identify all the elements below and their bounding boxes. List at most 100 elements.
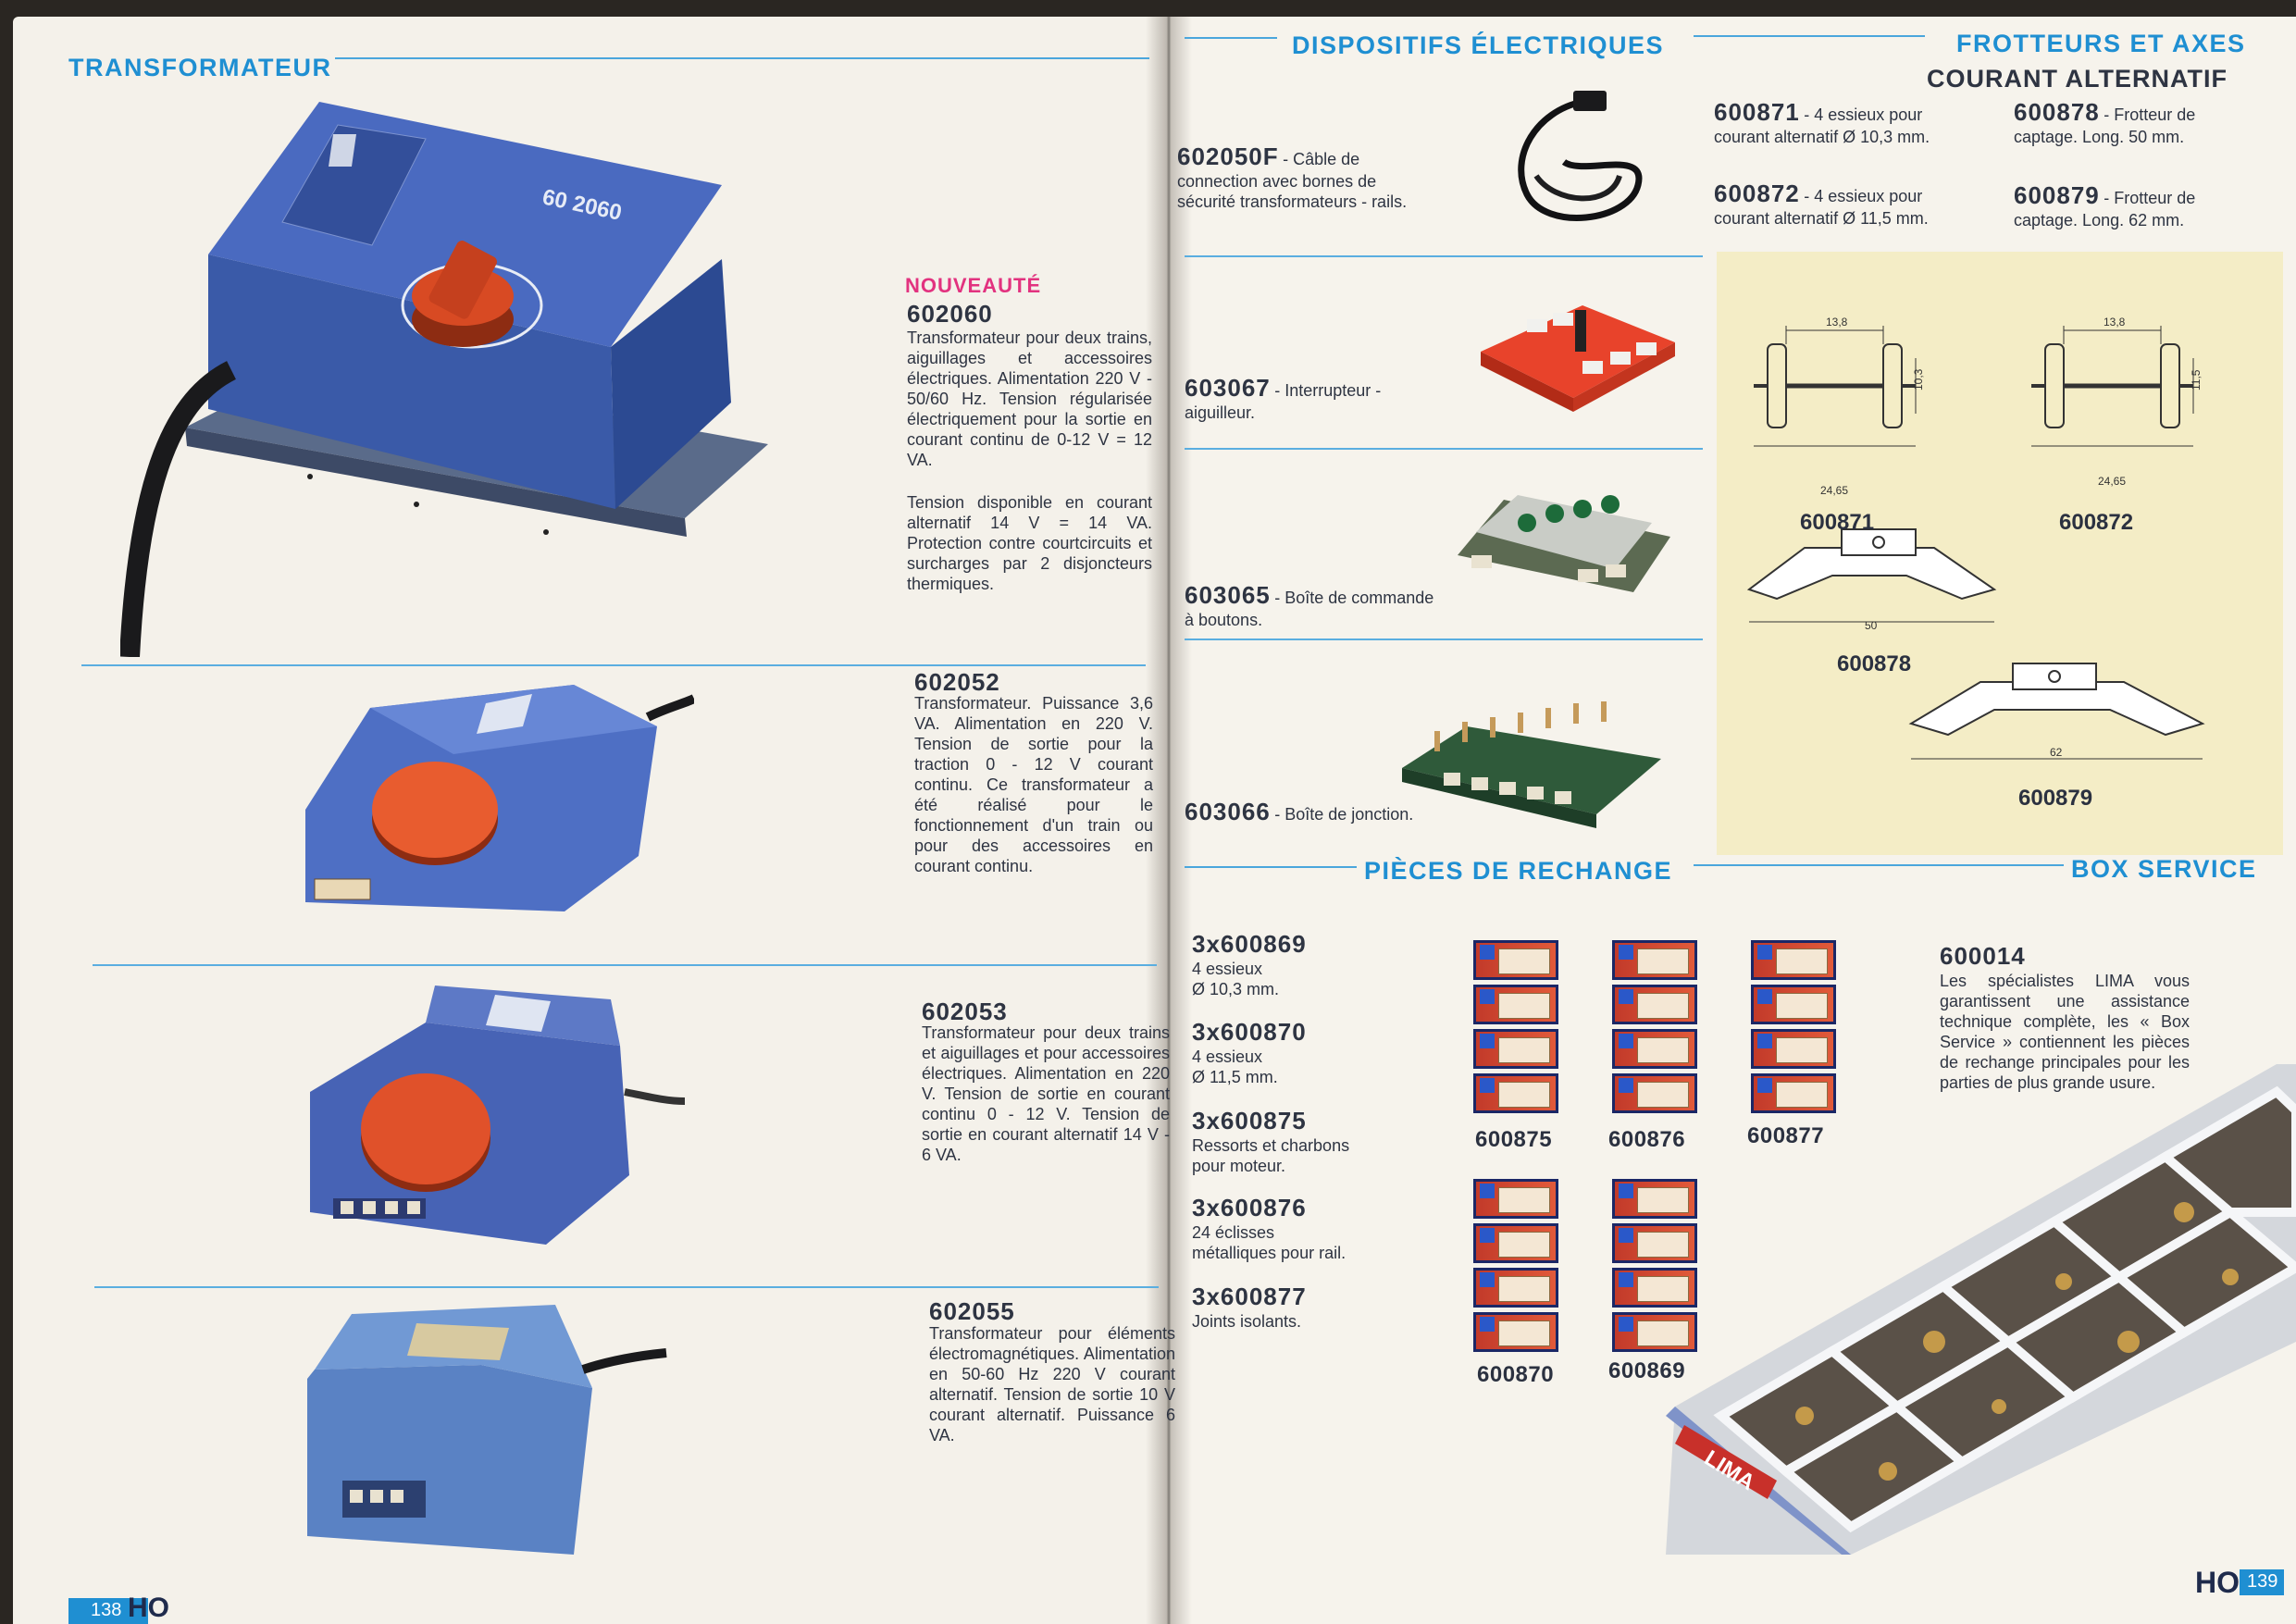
- product-602050F: 602050F - Câble de connection avec borne…: [1177, 143, 1429, 212]
- product-desc-600878: - Frotteur de captage. Long. 50 mm.: [2014, 105, 2196, 146]
- transformer-602060-image: 60 2060: [120, 102, 768, 657]
- junction-box-603066-image: [1402, 701, 1661, 828]
- product-desc-602052: Transformateur. Puissance 3,6 VA. Alimen…: [914, 694, 1153, 875]
- product-603065: 603065 - Boîte de commande à boutons.: [1185, 581, 1434, 630]
- spare-line2-3x600875: pour moteur.: [1192, 1157, 1286, 1175]
- product-desc-603067: - Interrupteur - aiguilleur.: [1185, 381, 1382, 422]
- spare-3x600870: 3x600870 4 essieux Ø 11,5 mm.: [1192, 1018, 1470, 1087]
- pushbutton-box-603065-image: [1458, 495, 1670, 592]
- product-code-602053: 602053: [922, 998, 1008, 1025]
- spare-line1-3x600875: Ressorts et charbons: [1192, 1136, 1350, 1155]
- dim-24-65-a: 24,65: [1820, 484, 1848, 497]
- product-code-602055: 602055: [929, 1297, 1015, 1325]
- spare-line1-3x600876: 24 éclisses: [1192, 1223, 1275, 1242]
- scale-ho-right: HO: [2195, 1566, 2240, 1599]
- product-600879: 600879 - Frotteur de captage. Long. 62 m…: [2014, 181, 2254, 230]
- divider: [1185, 37, 1277, 39]
- page-footer-left: 138 HO: [13, 1593, 169, 1624]
- spare-line1-3x600877: Joints isolants.: [1192, 1312, 1302, 1331]
- spare-code-3x600869: 3x600869: [1192, 930, 1307, 958]
- divider: [1694, 35, 1925, 37]
- product-desc-600014: Les spécialistes LIMA vous garantissent …: [1940, 972, 2190, 1092]
- dim-24-65-b: 24,65: [2098, 475, 2126, 488]
- section-title-pieces-de-rechange: PIÈCES DE RECHANGE: [1364, 857, 1673, 885]
- box-service-image: LIMA: [1666, 1064, 2296, 1555]
- switch-603067-image: [1481, 305, 1675, 412]
- section-subtitle-courant-alternatif: COURANT ALTERNATIF: [1927, 65, 2228, 93]
- scale-ho-left: HO: [128, 1593, 169, 1623]
- dim-13-8-b: 13,8: [2104, 316, 2126, 329]
- spare-code-3x600877: 3x600877: [1192, 1283, 1307, 1310]
- card-label-600877: 600877: [1747, 1123, 1825, 1148]
- product-600872: 600872 - 4 essieux pour courant alternat…: [1714, 180, 1931, 229]
- spare-line2-3x600876: métalliques pour rail.: [1192, 1244, 1347, 1262]
- divider: [1185, 638, 1703, 640]
- spare-3x600869: 3x600869 4 essieux Ø 10,3 mm.: [1192, 930, 1470, 999]
- product-603067: 603067 - Interrupteur - aiguilleur.: [1185, 374, 1434, 423]
- product-desc-602060: Transformateur pour deux trains, aiguill…: [907, 329, 1152, 469]
- product-600014: 600014 Les spécialistes LIMA vous garant…: [1940, 942, 2190, 1093]
- dim-11-5: 11,5: [2190, 369, 2203, 391]
- spare-line2-3x600870: Ø 11,5 mm.: [1192, 1068, 1278, 1086]
- cable-602050F-image: [1518, 91, 1643, 221]
- card-label-600869: 600869: [1608, 1358, 1686, 1383]
- transformer-602052-image: [305, 685, 694, 911]
- product-code-603065: 603065: [1185, 581, 1271, 609]
- page-number-139: 139: [2247, 1571, 2278, 1592]
- divider: [335, 57, 1149, 59]
- section-title-dispositifs: DISPOSITIFS ÉLECTRIQUES: [1292, 31, 1665, 59]
- product-desc-602055: Transformateur pour éléments électromagn…: [929, 1324, 1175, 1444]
- product-desc-603066: - Boîte de jonction.: [1274, 805, 1414, 824]
- divider: [94, 1286, 1159, 1288]
- divider: [1185, 448, 1703, 450]
- divider: [81, 664, 1146, 666]
- spare-code-3x600876: 3x600876: [1192, 1194, 1307, 1221]
- spare-3x600875: 3x600875 Ressorts et charbons pour moteu…: [1192, 1107, 1470, 1176]
- product-desc-600871: - 4 essieux pour courant alternatif Ø 10…: [1714, 105, 1930, 146]
- product-code-602052: 602052: [914, 668, 1000, 696]
- transformer-602053-image: [310, 986, 685, 1245]
- product-code-600014: 600014: [1940, 942, 2026, 970]
- product-desc-602060-2: Tension disponible en courant alternatif…: [907, 493, 1152, 593]
- product-code-603067: 603067: [1185, 374, 1271, 402]
- divider: [93, 964, 1157, 966]
- divider: [1694, 864, 2064, 866]
- product-code-600878: 600878: [2014, 98, 2100, 126]
- product-desc-602050F: - Câble de connection avec bornes de séc…: [1177, 150, 1408, 211]
- product-desc-602053: Transformateur pour deux trains et aigui…: [922, 1023, 1170, 1164]
- product-code-600872: 600872: [1714, 180, 1800, 207]
- technical-diagram: 13,8 13,8 10,3 11,5 24,65 24,65 50 62 60…: [1746, 316, 2205, 811]
- section-title-frotteurs: FROTTEURS ET AXES: [1956, 30, 2246, 57]
- dim-13-8-a: 13,8: [1826, 316, 1848, 329]
- dim-62: 62: [2050, 746, 2063, 759]
- product-code-602060: 602060: [907, 300, 993, 328]
- spare-line2-3x600869: Ø 10,3 mm.: [1192, 980, 1280, 998]
- transformer-602055-image: [307, 1305, 667, 1555]
- spare-line1-3x600870: 4 essieux: [1192, 1048, 1263, 1066]
- dim-50: 50: [1865, 619, 1878, 632]
- spare-3x600877: 3x600877 Joints isolants.: [1192, 1283, 1470, 1332]
- diagram-label-600871: 600871: [1800, 510, 1874, 535]
- spare-code-3x600875: 3x600875: [1192, 1107, 1307, 1134]
- spare-code-3x600870: 3x600870: [1192, 1018, 1307, 1046]
- spare-3x600876: 3x600876 24 éclisses métalliques pour ra…: [1192, 1194, 1470, 1263]
- product-600871: 600871 - 4 essieux pour courant alternat…: [1714, 98, 1931, 147]
- card-label-600875: 600875: [1475, 1127, 1553, 1152]
- card-label-600870: 600870: [1477, 1362, 1555, 1387]
- page-number-138: 138: [91, 1600, 122, 1620]
- product-desc-603065: - Boîte de commande à boutons.: [1185, 589, 1434, 629]
- section-title-box-service: BOX SERVICE: [2071, 855, 2257, 883]
- product-code-600879: 600879: [2014, 181, 2100, 209]
- book-spine: [1146, 17, 1192, 1624]
- product-desc-600879: - Frotteur de captage. Long. 62 mm.: [2014, 189, 2196, 229]
- product-code-602050F: 602050F: [1177, 143, 1279, 170]
- divider: [1185, 255, 1703, 257]
- product-code-600871: 600871: [1714, 98, 1800, 126]
- diagram-label-600879: 600879: [2018, 786, 2092, 811]
- page-footer-right: HO 139: [2195, 1566, 2284, 1601]
- spare-line1-3x600869: 4 essieux: [1192, 960, 1263, 978]
- product-desc-600872: - 4 essieux pour courant alternatif Ø 11…: [1714, 187, 1929, 228]
- section-title-transformateur: TRANSFORMATEUR: [68, 54, 332, 81]
- diagram-label-600878: 600878: [1837, 651, 1911, 676]
- product-603066: 603066 - Boîte de jonction.: [1185, 798, 1434, 826]
